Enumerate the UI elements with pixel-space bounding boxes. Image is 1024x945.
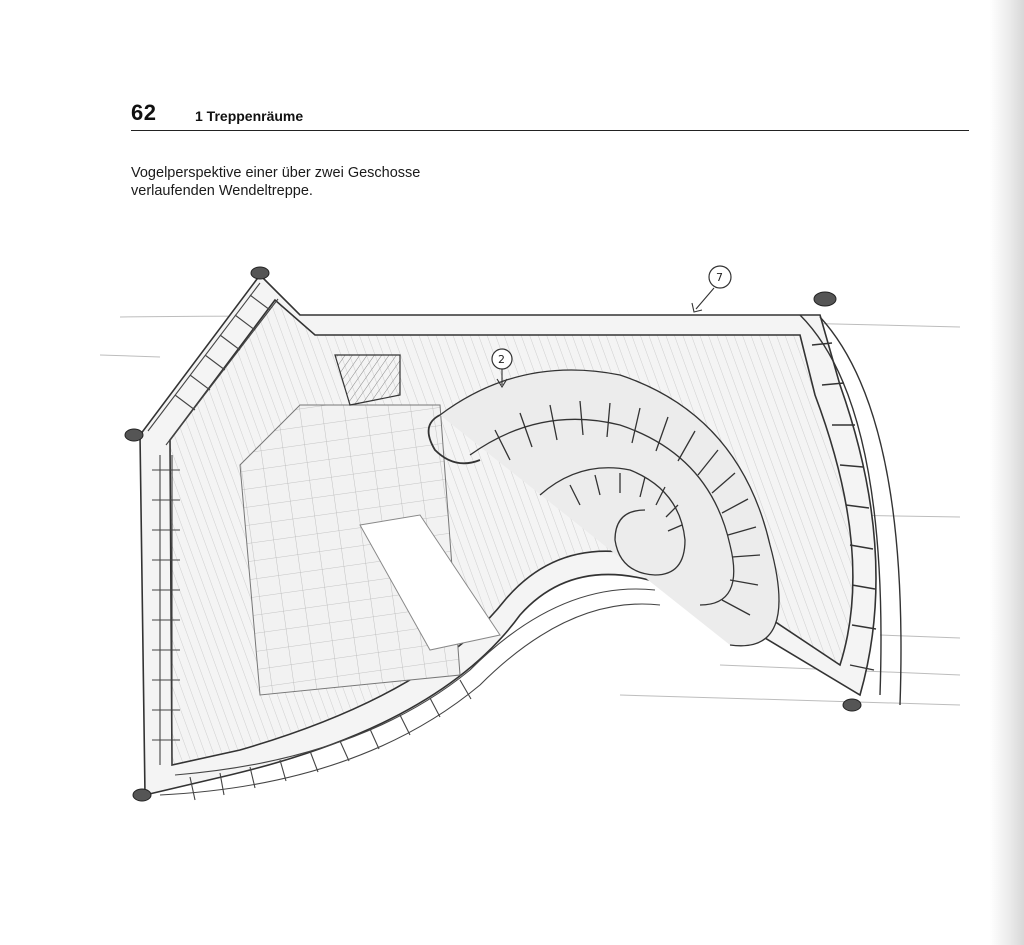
newel-posts <box>124 266 862 802</box>
running-head: 62 1 Treppenräume <box>131 98 969 131</box>
bottom-balusters <box>159 588 661 801</box>
caption-line-2: verlaufenden Wendeltreppe. <box>131 183 313 199</box>
diagonal-balusters <box>147 282 279 446</box>
door <box>334 354 401 406</box>
hall-floor <box>239 404 501 696</box>
page-number: 62 <box>131 100 157 125</box>
figure-caption: Vogelperspektive einer über zwei Geschos… <box>131 164 451 200</box>
spiral-staircase <box>427 369 780 647</box>
chapter-title: 1 Treppenräume <box>195 108 304 124</box>
page-gutter-shadow <box>990 0 1024 945</box>
callout-7-label: 7 <box>716 271 723 284</box>
callout-7: 7 <box>691 265 732 313</box>
callout-2-label: 2 <box>498 353 505 366</box>
left-balusters <box>152 455 180 765</box>
callout-2: 2 <box>491 348 513 389</box>
staircase-sketch: 2 7 <box>100 265 961 802</box>
caption-line-1: Vogelperspektive einer über zwei Geschos… <box>131 165 421 181</box>
right-railing <box>799 314 902 706</box>
